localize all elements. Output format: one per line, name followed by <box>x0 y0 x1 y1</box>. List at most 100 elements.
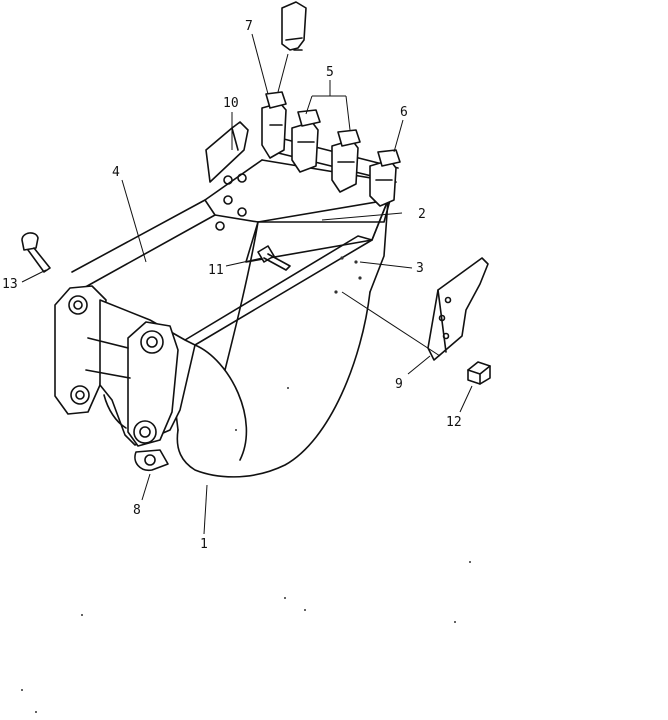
side-cutter-alignment-line <box>341 291 441 357</box>
lug-hole <box>144 454 156 466</box>
speck <box>235 429 237 431</box>
tooth <box>261 91 287 159</box>
leader-6 <box>393 119 404 153</box>
pin-boss-lower-left <box>70 385 90 405</box>
bucket-shell-curve <box>176 291 371 478</box>
callout-6: 6 <box>400 105 408 120</box>
side-guard-edge <box>231 127 239 151</box>
callout-labels: 1 2 3 4 5 6 7 8 9 10 11 12 13 <box>2 19 462 552</box>
callout-2: 2 <box>418 207 426 222</box>
leader-9 <box>407 355 431 375</box>
pin-boss-lower-right <box>133 420 157 444</box>
nut-facets <box>467 365 491 385</box>
callout-8: 8 <box>133 503 141 518</box>
speck <box>35 711 37 713</box>
pin-bore <box>139 426 151 438</box>
leader-2 <box>321 212 403 221</box>
tooth-point-line <box>285 37 303 41</box>
bracket-curve <box>103 394 127 429</box>
hole <box>223 195 233 205</box>
callout-5: 5 <box>326 65 334 80</box>
lug <box>134 449 169 472</box>
speck <box>469 561 471 563</box>
pin-head <box>21 232 39 251</box>
leader-5 <box>305 80 351 131</box>
side-cutter-hole <box>444 296 452 304</box>
tooth-point-alignment-line <box>277 53 289 93</box>
pin <box>21 232 51 273</box>
leader-13 <box>21 269 47 283</box>
side-cutter-plate <box>427 257 489 361</box>
bucket-inner-seam <box>224 221 259 371</box>
front-lip <box>184 235 373 346</box>
tooth-body <box>261 102 287 159</box>
hole <box>340 256 344 260</box>
side-cutter <box>427 257 489 361</box>
hole <box>215 221 225 231</box>
bracket-boss-edge <box>85 369 131 379</box>
tooth-tip <box>337 129 361 147</box>
side-guard <box>205 121 249 183</box>
speck <box>287 387 289 389</box>
callout-13: 13 <box>2 277 18 292</box>
leader-8 <box>141 473 151 501</box>
bolt <box>257 245 291 271</box>
left-rail-inner-edge <box>214 214 259 223</box>
right-side-plate <box>369 199 389 293</box>
pin-bore <box>73 300 83 310</box>
leader-1 <box>203 484 208 535</box>
tooth <box>291 109 321 173</box>
pin-bore <box>146 336 158 348</box>
tooth <box>331 129 361 193</box>
hole <box>358 276 362 280</box>
tooth-body <box>331 139 359 193</box>
hole <box>223 175 233 185</box>
nut <box>467 361 491 385</box>
leader-4 <box>121 179 147 263</box>
tooth-body <box>369 159 397 207</box>
pin-shank <box>27 247 51 273</box>
hole <box>237 173 247 183</box>
leader-lines <box>21 33 473 535</box>
pin-boss-upper-right <box>140 330 164 354</box>
left-side-rail <box>71 199 216 291</box>
scan-specks <box>21 387 471 713</box>
speck <box>454 621 456 623</box>
callout-7: 7 <box>245 19 253 34</box>
left-bracket-plate <box>54 285 107 415</box>
left-rail-top-edge <box>204 159 263 201</box>
leader-11 <box>225 257 263 267</box>
bracket-boss-edge <box>87 337 129 349</box>
speck <box>81 614 83 616</box>
tooth <box>369 149 401 207</box>
leader-7 <box>251 33 269 95</box>
tooth-tip <box>265 91 287 109</box>
exploded-tooth-point <box>281 1 307 51</box>
side-cutter-hole <box>442 332 450 340</box>
callout-4: 4 <box>112 165 120 180</box>
callout-10: 10 <box>223 96 239 111</box>
tooth-tip <box>297 109 321 127</box>
pin-bore <box>75 390 85 400</box>
hinge-bracket <box>54 285 196 447</box>
teeth-row <box>261 1 401 207</box>
bolt-shank <box>263 253 291 271</box>
leader-3 <box>359 261 413 269</box>
tooth-tip <box>377 149 401 167</box>
side-plate-holes <box>215 173 362 294</box>
tooth-point <box>281 1 307 51</box>
hole <box>334 290 338 294</box>
callout-3: 3 <box>416 261 424 276</box>
right-bracket-plate <box>127 321 179 447</box>
bucket-inner-fold <box>194 344 248 461</box>
leader-12 <box>459 385 473 413</box>
hole <box>354 260 358 264</box>
pin-boss-upper-left <box>68 295 88 315</box>
lug-body <box>134 449 169 472</box>
speck <box>284 597 286 599</box>
side-guard-plate <box>205 121 249 183</box>
callout-12: 12 <box>446 415 462 430</box>
speck <box>21 689 23 691</box>
callout-9: 9 <box>395 377 403 392</box>
